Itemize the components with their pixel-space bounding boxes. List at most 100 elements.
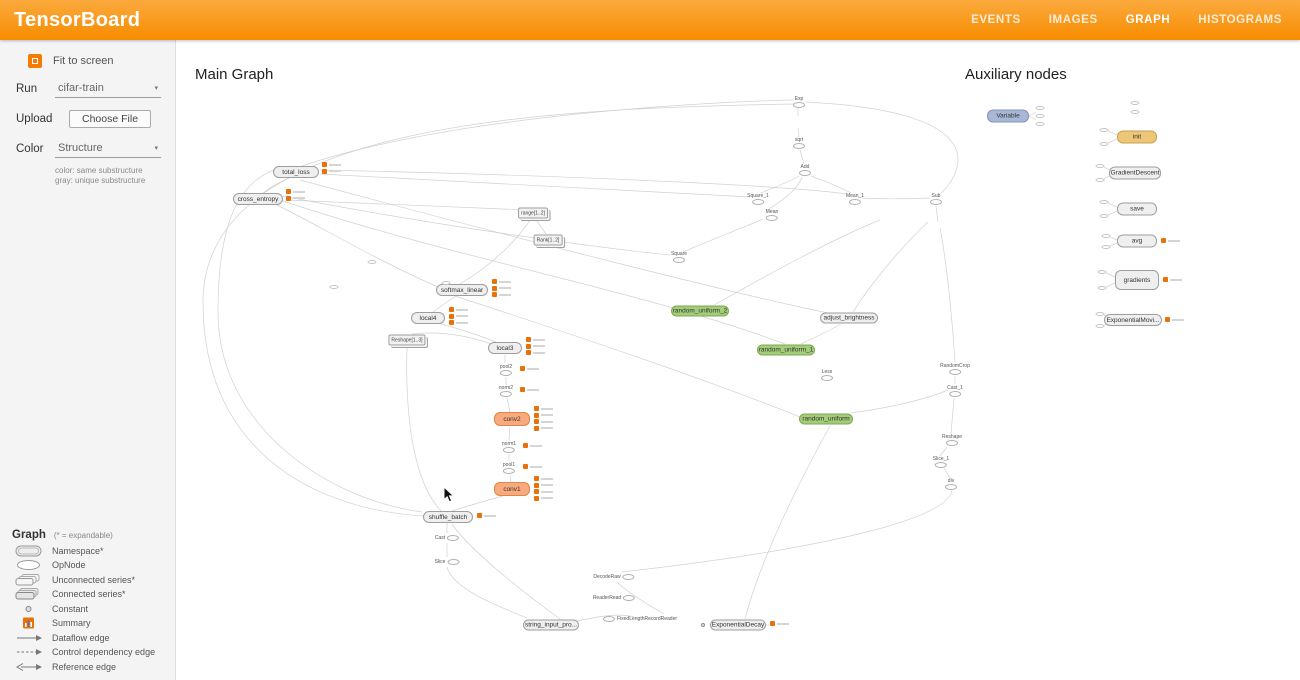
graph-edge: [446, 566, 528, 619]
graph-edge: [939, 446, 948, 457]
slice-1-op[interactable]: Slice_1: [933, 456, 949, 468]
summary-icons: [526, 337, 545, 355]
graph-edge: [282, 195, 671, 256]
graph-edge: [508, 426, 511, 441]
variable-node[interactable]: Variable: [987, 109, 1029, 123]
reshape-1-3-series-node[interactable]: Reshape[1..3]: [388, 334, 426, 346]
total-loss-node[interactable]: total_loss: [273, 166, 319, 178]
pool2-op[interactable]: pool2: [500, 364, 512, 376]
fit-to-screen-control[interactable]: Fit to screen: [28, 54, 175, 68]
graph-edge: [282, 200, 786, 345]
graph-edge: [440, 323, 497, 343]
string-input-pro-node[interactable]: string_input_pro...: [523, 619, 579, 631]
graph-edge: [1107, 138, 1118, 144]
local4-node[interactable]: local4: [411, 312, 445, 324]
choose-file-button[interactable]: Choose File: [69, 110, 152, 128]
graph-edge: [1105, 272, 1116, 278]
sqrt-op[interactable]: sqrt: [793, 137, 805, 149]
graph-edge: [506, 397, 511, 413]
micro-node: [1099, 214, 1109, 218]
constant-icon: [12, 602, 46, 616]
graph-edge: [451, 523, 561, 620]
exponentialmovi-node[interactable]: ExponentialMovi...: [1104, 314, 1162, 326]
add-op[interactable]: Add: [799, 164, 811, 176]
pool1-op[interactable]: pool1: [503, 462, 515, 474]
upload-row: Upload Choose File: [16, 110, 161, 128]
range-1-2-series-node[interactable]: range[1..2]: [518, 207, 548, 219]
graph-edge: [276, 204, 439, 288]
color-select[interactable]: Structure ▾: [55, 140, 161, 158]
tab-graph[interactable]: GRAPH: [1125, 14, 1171, 26]
legend-subtitle: (* = expandable): [53, 530, 113, 540]
reshape-op[interactable]: Reshape: [942, 434, 962, 446]
square-op[interactable]: Square: [671, 251, 687, 263]
random-uniform-node[interactable]: random_uniform: [799, 413, 853, 425]
shuffle-batch-node[interactable]: shuffle_batch: [423, 511, 473, 523]
softmax-linear-node[interactable]: softmax_linear: [436, 284, 488, 296]
fit-to-screen-icon[interactable]: [28, 54, 42, 68]
cast-op[interactable]: Cast: [435, 535, 460, 541]
cross-entropy-node[interactable]: cross_entropy: [233, 193, 283, 205]
slice-op[interactable]: Slice: [435, 559, 460, 565]
micro-node: [1035, 114, 1045, 118]
opnode-icon: [12, 558, 46, 572]
conv2-node[interactable]: conv2: [494, 412, 530, 426]
div-op[interactable]: div: [945, 478, 957, 490]
summary-icon: [1163, 277, 1168, 282]
graph-edge: [621, 489, 953, 573]
summary-icon: [492, 292, 497, 297]
micro-node: [367, 260, 377, 264]
graph-edge: [1109, 242, 1118, 247]
norm2-op[interactable]: norm2: [499, 385, 513, 397]
summary-icons: [1165, 317, 1184, 322]
sidebar: Fit to screen Run cifar-train ▾ Upload C…: [0, 40, 176, 680]
summary-icon: [534, 425, 539, 431]
decoderaw-op[interactable]: DecodeRaw: [593, 574, 635, 580]
sub-op[interactable]: Sub: [930, 193, 942, 205]
random-uniform-2-node[interactable]: random_uniform_2: [671, 305, 729, 317]
summary-icon: [1161, 238, 1166, 243]
micro-node: [1095, 178, 1105, 182]
exponentialdecay-node[interactable]: ExponentialDecay: [710, 619, 766, 631]
legend-item-namespace: Namespace*: [12, 544, 171, 559]
tab-histograms[interactable]: HISTOGRAMS: [1198, 14, 1282, 26]
cast-1-op[interactable]: Cast_1: [947, 385, 963, 397]
init-node[interactable]: init: [1117, 130, 1157, 144]
rank-1-2-series-node[interactable]: Rank[1..2]: [533, 234, 563, 246]
less-op[interactable]: Less: [821, 369, 833, 381]
summary-icon: [523, 443, 528, 448]
graph-edge: [950, 397, 955, 435]
mean-op[interactable]: Mean: [766, 209, 778, 221]
run-select[interactable]: cifar-train ▾: [55, 80, 161, 98]
conv1-node[interactable]: conv1: [494, 482, 530, 496]
exp-op[interactable]: Exp: [793, 96, 805, 108]
graph-edge: [1107, 210, 1118, 216]
save-node[interactable]: save: [1117, 202, 1157, 216]
tab-events[interactable]: EVENTS: [971, 14, 1021, 26]
graph-edge: [800, 323, 842, 345]
avg-node[interactable]: avg: [1117, 234, 1157, 248]
gradients-node[interactable]: gradients: [1115, 270, 1159, 290]
graph-edge: [852, 221, 929, 313]
randomcrop-op[interactable]: RandomCrop: [940, 363, 970, 375]
norm1-op[interactable]: norm1: [502, 441, 516, 453]
readerread-op[interactable]: ReaderRead: [593, 595, 636, 601]
legend-item-reference-edge: Reference edge: [12, 660, 171, 675]
graph-edge: [451, 495, 504, 512]
tab-images[interactable]: IMAGES: [1048, 14, 1098, 26]
mean-1-op[interactable]: Mean_1: [846, 193, 864, 205]
square-1-op[interactable]: Square_1: [747, 193, 769, 205]
mouse-cursor: [443, 485, 455, 509]
constant-node[interactable]: [701, 623, 705, 627]
random-uniform-1-node[interactable]: random_uniform_1: [757, 344, 815, 356]
fixedlengthrecordreader-op[interactable]: FixedLengthRecordReader: [602, 616, 677, 622]
graph-edge: [284, 199, 529, 211]
graph-edge: [319, 173, 751, 198]
adjust-brightness-node[interactable]: adjust_brightness: [820, 312, 878, 324]
local3-node[interactable]: local3: [488, 342, 522, 354]
summary-icons: [534, 476, 553, 501]
gradientdescent-node[interactable]: GradientDescent: [1109, 166, 1161, 180]
micro-node: [1101, 245, 1111, 249]
legend-item-connected-series: Connected series*: [12, 587, 171, 602]
